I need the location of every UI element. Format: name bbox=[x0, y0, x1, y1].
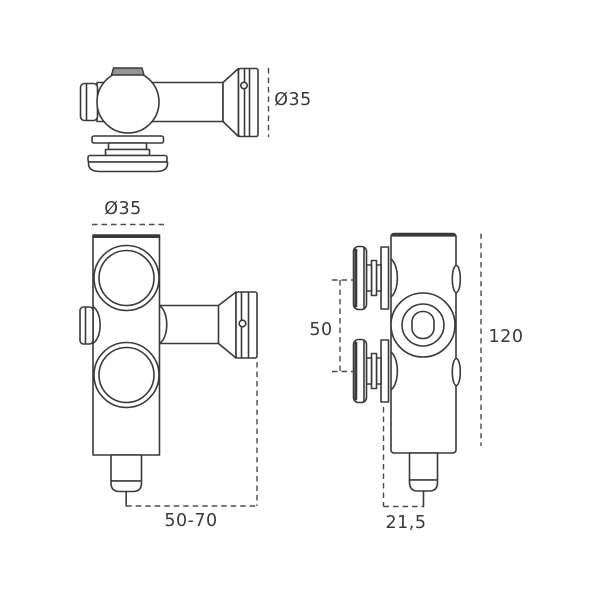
upper-inner-pad-arc bbox=[390, 258, 399, 298]
upper-clamp-circle-inner bbox=[98, 249, 155, 307]
wall-flange bbox=[237, 67, 259, 138]
upper-knob-plate bbox=[380, 246, 390, 310]
clamp-base bbox=[87, 161, 169, 173]
top-pad bbox=[110, 67, 145, 76]
lower-knob-stack bbox=[352, 338, 399, 404]
ball-joint-outline bbox=[96, 70, 160, 134]
right-bump-lower bbox=[451, 357, 462, 387]
front-view bbox=[79, 223, 258, 507]
pivot-boss-slot bbox=[411, 310, 435, 340]
front-bottom-stub bbox=[110, 454, 143, 482]
dim-label-top-diameter: Ø35 bbox=[274, 90, 312, 110]
front-tube-root-arc bbox=[159, 305, 168, 344]
dim-label-spacing: 50 bbox=[309, 320, 333, 340]
dim-label-offset: 21,5 bbox=[385, 513, 427, 533]
side-stub-tip bbox=[408, 479, 439, 492]
side-knob bbox=[79, 306, 94, 345]
clamp-spacer-lower bbox=[104, 148, 151, 157]
lower-inner-pad-arc bbox=[390, 351, 399, 391]
dim-label-front-diameter: Ø35 bbox=[104, 199, 142, 219]
left-end-cap bbox=[79, 82, 99, 122]
front-stub-tip bbox=[110, 480, 143, 493]
wall-cone bbox=[222, 67, 240, 138]
upper-knob-stack bbox=[352, 245, 399, 311]
top-view bbox=[79, 67, 270, 173]
right-bump-upper bbox=[451, 264, 462, 294]
side-knob-pad-arc bbox=[92, 305, 101, 345]
lower-clamp-circle-inner bbox=[98, 346, 155, 404]
flange-screw-hole bbox=[240, 81, 249, 90]
clamp-spacer-upper bbox=[107, 142, 148, 151]
front-flange-screw-hole bbox=[238, 319, 247, 328]
clamp-plate-upper bbox=[91, 135, 165, 144]
dim-label-projection: 50-70 bbox=[164, 511, 218, 531]
lower-knob-plate bbox=[380, 339, 390, 403]
side-bottom-stub bbox=[408, 452, 439, 481]
clamp-plate-lower bbox=[87, 154, 168, 163]
front-wall-cone bbox=[217, 291, 237, 359]
dim-label-height: 120 bbox=[488, 327, 524, 347]
side-view bbox=[332, 232, 482, 508]
